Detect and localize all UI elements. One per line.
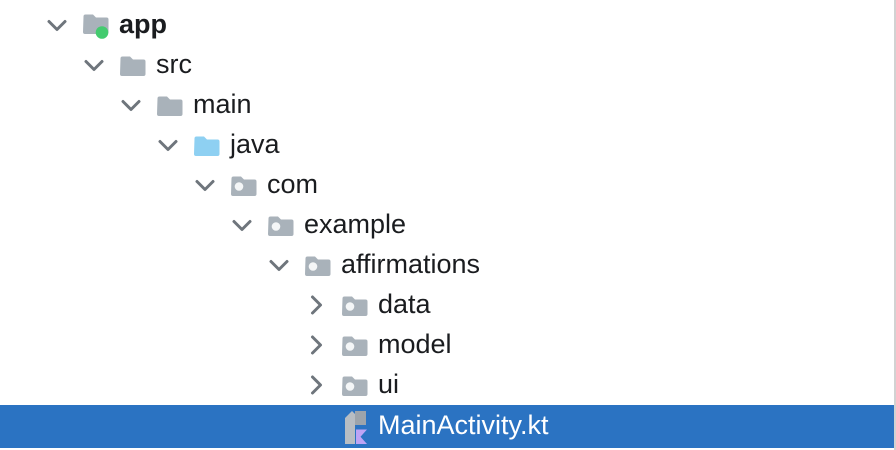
tree-item-model[interactable]: model <box>0 325 894 365</box>
tree-item-src[interactable]: src <box>0 45 894 85</box>
node-label: main <box>193 88 252 119</box>
tree-item-app[interactable]: app <box>0 5 894 45</box>
tree-item-ui[interactable]: ui <box>0 365 894 405</box>
tree-item-mainactivity-kt[interactable]: MainActivity.kt <box>0 405 894 448</box>
chevron-down-icon[interactable] <box>118 92 144 118</box>
node-label: MainActivity.kt <box>378 410 549 440</box>
chevron-placeholder <box>303 414 329 440</box>
node-label: com <box>267 168 319 199</box>
node-label: affirmations <box>341 248 481 279</box>
node-label: example <box>304 208 407 239</box>
package-folder-icon <box>340 325 370 365</box>
module-folder-icon <box>81 5 111 45</box>
tree-item-main[interactable]: main <box>0 85 894 125</box>
package-folder-icon <box>266 205 296 245</box>
chevron-down-icon[interactable] <box>81 52 107 78</box>
folder-icon <box>155 85 185 125</box>
chevron-right-icon[interactable] <box>303 332 329 358</box>
node-label: src <box>156 48 192 79</box>
node-label: ui <box>378 368 400 399</box>
node-label: data <box>378 288 431 319</box>
chevron-down-icon[interactable] <box>155 132 181 158</box>
node-label: java <box>230 128 280 159</box>
tree-item-affirmations[interactable]: affirmations <box>0 245 894 285</box>
source-folder-icon <box>192 125 222 165</box>
package-folder-icon <box>303 245 333 285</box>
chevron-right-icon[interactable] <box>303 372 329 398</box>
kotlin-file-icon <box>340 407 370 447</box>
tree-item-com[interactable]: com <box>0 165 894 205</box>
tree-item-data[interactable]: data <box>0 285 894 325</box>
package-folder-icon <box>229 165 259 205</box>
chevron-down-icon[interactable] <box>192 172 218 198</box>
node-label: app <box>119 8 168 39</box>
tree-item-java[interactable]: java <box>0 125 894 165</box>
package-folder-icon <box>340 285 370 325</box>
chevron-down-icon[interactable] <box>229 212 255 238</box>
folder-icon <box>118 45 148 85</box>
chevron-down-icon[interactable] <box>266 252 292 278</box>
tree-item-example[interactable]: example <box>0 205 894 245</box>
chevron-down-icon[interactable] <box>44 12 70 38</box>
chevron-right-icon[interactable] <box>303 292 329 318</box>
package-folder-icon <box>340 365 370 405</box>
node-label: model <box>378 328 452 359</box>
